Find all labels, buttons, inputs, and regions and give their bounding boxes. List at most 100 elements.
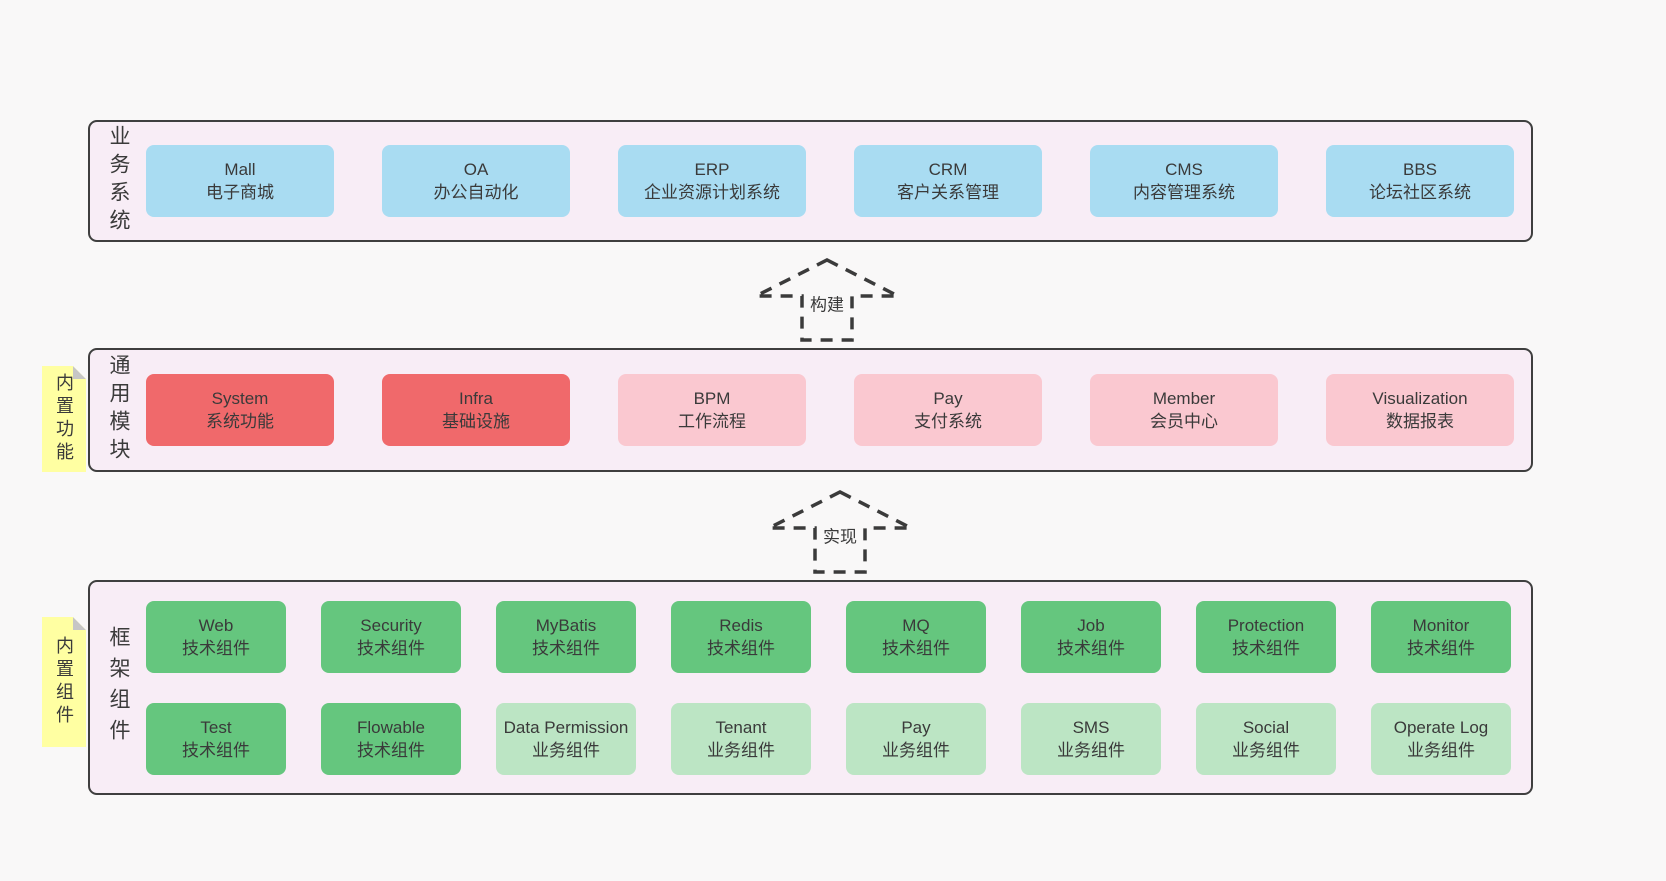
module-box-tenant: Tenant 业务组件 — [671, 702, 811, 775]
module-subtitle: 内容管理系统 — [1133, 183, 1235, 202]
module-subtitle: 技术组件 — [1057, 638, 1125, 658]
sticky-note-builtin-features-label: 内置功能 — [54, 373, 74, 465]
module-subtitle: 电子商城 — [206, 183, 274, 202]
module-subtitle: 技术组件 — [707, 638, 775, 658]
module-subtitle: 工作流程 — [678, 412, 746, 431]
module-subtitle: 技术组件 — [357, 740, 425, 760]
module-name: BBS — [1402, 160, 1438, 179]
module-box-infra: Infra 基础设施 — [382, 374, 570, 446]
module-name: Security — [360, 615, 422, 635]
section-label-business-systems: 业务系统 — [107, 125, 130, 237]
module-subtitle: 支付系统 — [914, 412, 982, 431]
module-box-job: Job 技术组件 — [1021, 600, 1161, 673]
module-name: Member — [1152, 389, 1216, 408]
section-business-systems: 业务系统 Mall 电子商城 OA 办公自动化 ERP 企业资源计划系统 CRM 客户关系管理… — [88, 120, 1533, 242]
module-box-pay: Pay 支付系统 — [854, 374, 1042, 446]
module-box-mall: Mall 电子商城 — [146, 145, 334, 217]
module-subtitle: 技术组件 — [532, 638, 600, 658]
module-box-mq: MQ 技术组件 — [846, 600, 986, 673]
module-box-security: Security 技术组件 — [321, 600, 461, 673]
module-box-visualization: Visualization 数据报表 — [1326, 374, 1514, 446]
dashed-up-arrow-icon — [755, 258, 899, 342]
module-box-flowable: Flowable 技术组件 — [321, 702, 461, 775]
module-subtitle: 业务组件 — [1232, 740, 1300, 760]
module-subtitle: 技术组件 — [182, 740, 250, 760]
module-subtitle: 客户关系管理 — [897, 183, 999, 202]
sticky-note-builtin-components-label: 内置组件 — [54, 636, 74, 728]
module-name: BPM — [693, 389, 731, 408]
arrow-implement-label: 实现 — [819, 521, 861, 549]
module-name: Data Permission — [503, 717, 629, 737]
module-subtitle: 业务组件 — [532, 740, 600, 760]
module-subtitle: 业务组件 — [707, 740, 775, 760]
module-name: Pay — [901, 717, 931, 737]
module-box-data-permission: Data Permission 业务组件 — [496, 702, 636, 775]
module-subtitle: 技术组件 — [1232, 638, 1300, 658]
module-name: CRM — [928, 160, 968, 179]
module-box-cms: CMS 内容管理系统 — [1090, 145, 1278, 217]
module-box-redis: Redis 技术组件 — [671, 600, 811, 673]
module-subtitle: 业务组件 — [882, 740, 950, 760]
module-name: Web — [198, 615, 234, 635]
module-name: Monitor — [1412, 615, 1470, 635]
module-name: SMS — [1072, 717, 1110, 737]
module-name: Tenant — [715, 717, 767, 737]
module-box-monitor: Monitor 技术组件 — [1371, 600, 1511, 673]
module-name: Flowable — [356, 717, 426, 737]
module-box-protection: Protection 技术组件 — [1196, 600, 1336, 673]
arrow-build-label: 构建 — [806, 289, 848, 317]
module-subtitle: 论坛社区系统 — [1369, 183, 1471, 202]
module-subtitle: 业务组件 — [1057, 740, 1125, 760]
arrow-implement: 实现 — [765, 488, 915, 576]
module-name: Infra — [458, 389, 494, 408]
business-systems-row: Mall 电子商城 OA 办公自动化 ERP 企业资源计划系统 CRM 客户关系管理 CMS 内容… — [146, 122, 1536, 240]
module-subtitle: 技术组件 — [1407, 638, 1475, 658]
module-name: Social — [1242, 717, 1290, 737]
module-subtitle: 技术组件 — [357, 638, 425, 658]
module-subtitle: 业务组件 — [1407, 740, 1475, 760]
module-box-bbs: BBS 论坛社区系统 — [1326, 145, 1514, 217]
dashed-up-arrow-icon — [768, 490, 912, 574]
module-box-test: Test 技术组件 — [146, 702, 286, 775]
module-name: Protection — [1227, 615, 1305, 635]
module-name: Redis — [719, 615, 763, 635]
module-subtitle: 基础设施 — [442, 412, 510, 431]
module-name: CMS — [1165, 160, 1203, 179]
module-box-bpm: BPM 工作流程 — [618, 374, 806, 446]
module-subtitle: 企业资源计划系统 — [644, 183, 780, 202]
module-name: ERP — [694, 160, 730, 179]
module-box-erp: ERP 企业资源计划系统 — [618, 145, 806, 217]
module-subtitle: 数据报表 — [1386, 412, 1454, 431]
module-box-sms: SMS 业务组件 — [1021, 702, 1161, 775]
module-name: Mall — [224, 160, 256, 179]
module-name: Test — [200, 717, 232, 737]
module-subtitle: 办公自动化 — [433, 183, 519, 202]
module-name: MQ — [902, 615, 930, 635]
module-box-pay: Pay 业务组件 — [846, 702, 986, 775]
module-box-crm: CRM 客户关系管理 — [854, 145, 1042, 217]
module-box-mybatis: MyBatis 技术组件 — [496, 600, 636, 673]
module-subtitle: 技术组件 — [882, 638, 950, 658]
module-name: Pay — [933, 389, 963, 408]
module-name: Job — [1077, 615, 1105, 635]
module-name: MyBatis — [535, 615, 597, 635]
arrow-build: 构建 — [752, 256, 902, 344]
sticky-note-builtin-features: 内置功能 — [42, 366, 86, 472]
module-name: OA — [463, 160, 489, 179]
section-label-framework-components: 框架组件 — [107, 625, 130, 750]
section-label-common-modules: 通用模块 — [107, 354, 130, 466]
module-name: Visualization — [1372, 389, 1468, 408]
sticky-note-builtin-components: 内置组件 — [42, 617, 86, 747]
module-box-social: Social 业务组件 — [1196, 702, 1336, 775]
